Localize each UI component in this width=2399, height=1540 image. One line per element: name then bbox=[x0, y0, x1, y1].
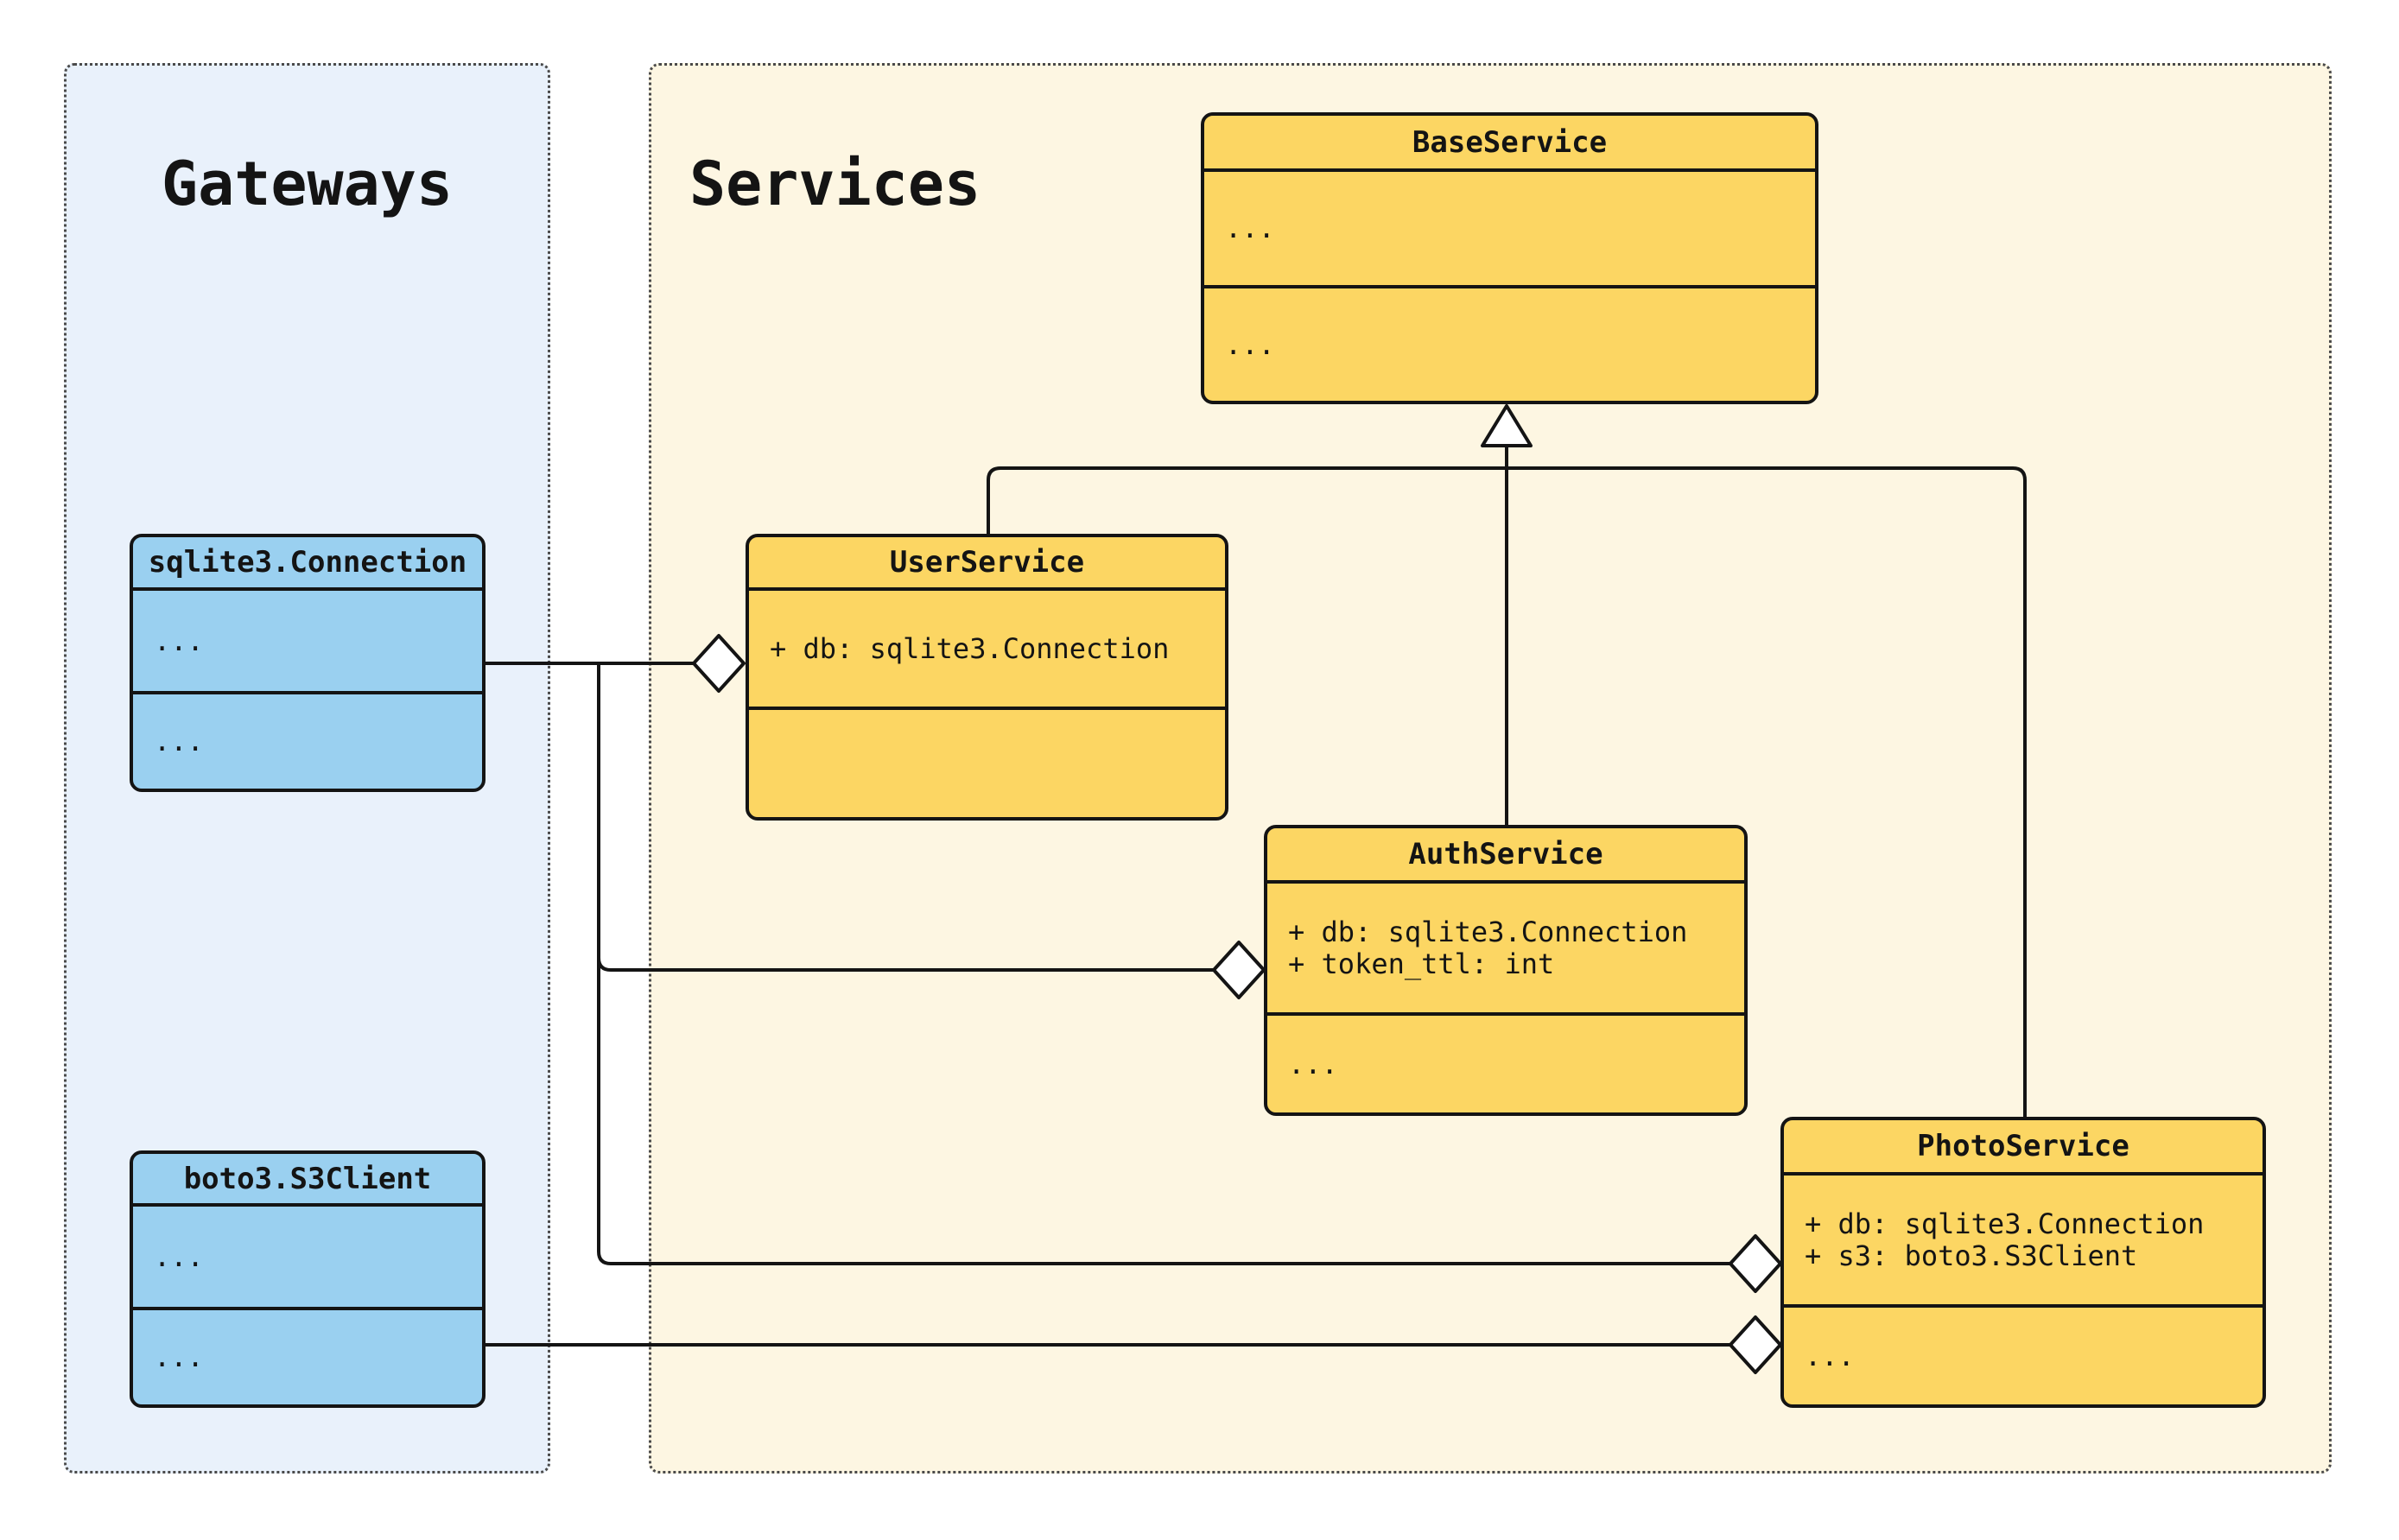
class-attributes: + db: sqlite3.Connection + s3: boto3.S3C… bbox=[1784, 1176, 2263, 1308]
class-box-auth-service: AuthService + db: sqlite3.Connection + t… bbox=[1264, 825, 1748, 1116]
class-attributes: + db: sqlite3.Connection bbox=[749, 591, 1225, 710]
class-box-user-service: UserService + db: sqlite3.Connection bbox=[746, 534, 1228, 821]
class-title: sqlite3.Connection bbox=[133, 537, 482, 591]
class-title: PhotoService bbox=[1784, 1120, 2263, 1176]
class-attributes: ... bbox=[133, 1207, 482, 1310]
services-panel-title: Services bbox=[689, 149, 981, 219]
attribute-line: ... bbox=[154, 624, 204, 657]
attribute-line: + db: sqlite3.Connection bbox=[1805, 1207, 2205, 1240]
method-line: ... bbox=[1225, 327, 1275, 361]
class-title: UserService bbox=[749, 537, 1225, 591]
class-methods: ... bbox=[133, 1310, 482, 1404]
class-box-base-service: BaseService ... ... bbox=[1201, 112, 1818, 404]
class-methods: ... bbox=[1784, 1308, 2263, 1404]
class-attributes: ... bbox=[1204, 172, 1815, 288]
attribute-line: + s3: boto3.S3Client bbox=[1805, 1239, 2138, 1272]
class-box-photo-service: PhotoService + db: sqlite3.Connection + … bbox=[1780, 1117, 2266, 1408]
class-box-sqlite3-connection: sqlite3.Connection ... ... bbox=[130, 534, 486, 792]
method-line: ... bbox=[154, 725, 204, 757]
attribute-line: + db: sqlite3.Connection bbox=[770, 631, 1170, 665]
attribute-line: ... bbox=[1225, 212, 1275, 244]
method-line: ... bbox=[154, 1340, 204, 1373]
class-methods: ... bbox=[1204, 288, 1815, 401]
attribute-line: + token_ttl: int bbox=[1288, 947, 1555, 980]
class-methods: ... bbox=[133, 694, 482, 789]
gateways-panel-title: Gateways bbox=[161, 149, 454, 219]
class-methods: ... bbox=[1267, 1016, 1744, 1112]
class-title: boto3.S3Client bbox=[133, 1154, 482, 1207]
class-title: BaseService bbox=[1204, 116, 1815, 172]
class-box-boto3-s3client: boto3.S3Client ... ... bbox=[130, 1150, 486, 1408]
method-line: ... bbox=[1805, 1339, 1855, 1372]
method-line: ... bbox=[1288, 1047, 1338, 1081]
class-title: AuthService bbox=[1267, 828, 1744, 884]
class-attributes: + db: sqlite3.Connection + token_ttl: in… bbox=[1267, 884, 1744, 1016]
class-methods bbox=[749, 710, 1225, 817]
attribute-line: ... bbox=[154, 1239, 204, 1273]
attribute-line: + db: sqlite3.Connection bbox=[1288, 915, 1688, 948]
class-attributes: ... bbox=[133, 591, 482, 694]
